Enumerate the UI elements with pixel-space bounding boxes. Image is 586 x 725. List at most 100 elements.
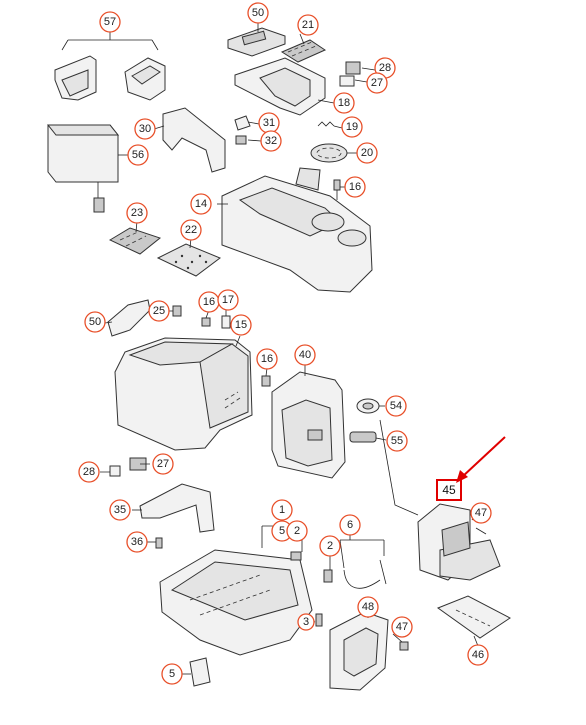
svg-text:23: 23 bbox=[131, 207, 143, 219]
part-50-handle bbox=[107, 299, 151, 337]
callout-5-a[interactable]: 5 bbox=[271, 520, 293, 542]
svg-text:57: 57 bbox=[104, 16, 116, 28]
callout-27-b[interactable]: 27 bbox=[152, 453, 174, 475]
callout-6[interactable]: 6 bbox=[339, 514, 361, 536]
svg-text:18: 18 bbox=[338, 97, 350, 109]
svg-text:55: 55 bbox=[391, 435, 403, 447]
callout-2-a[interactable]: 2 bbox=[286, 520, 308, 542]
svg-text:32: 32 bbox=[265, 135, 277, 147]
part-40-panel bbox=[271, 371, 346, 479]
callout-21[interactable]: 21 bbox=[297, 14, 319, 36]
callout-3[interactable]: 3 bbox=[297, 613, 315, 631]
part-1-base-frame bbox=[159, 549, 313, 656]
part-21-lid bbox=[280, 39, 327, 63]
callout-40[interactable]: 40 bbox=[294, 344, 316, 366]
svg-text:50: 50 bbox=[252, 7, 264, 19]
svg-text:5: 5 bbox=[279, 525, 285, 537]
part-3-screw bbox=[315, 613, 323, 627]
part-16-screw-b bbox=[261, 375, 271, 387]
callout-30[interactable]: 30 bbox=[134, 118, 156, 140]
svg-text:14: 14 bbox=[195, 198, 207, 210]
callout-19[interactable]: 19 bbox=[341, 116, 363, 138]
svg-text:16: 16 bbox=[203, 296, 215, 308]
callout-16-a[interactable]: 16 bbox=[344, 176, 366, 198]
callout-14[interactable]: 14 bbox=[190, 193, 212, 215]
svg-text:27: 27 bbox=[157, 458, 169, 470]
svg-text:28: 28 bbox=[83, 466, 95, 478]
part-23-mat bbox=[108, 227, 162, 255]
svg-text:30: 30 bbox=[139, 123, 151, 135]
part-18-tray bbox=[234, 57, 326, 116]
callout-22[interactable]: 22 bbox=[180, 219, 202, 241]
part-5-bracket bbox=[189, 657, 211, 687]
callout-23[interactable]: 23 bbox=[126, 202, 148, 224]
part-47-screw-b bbox=[399, 641, 409, 651]
callout-1[interactable]: 1 bbox=[271, 499, 293, 521]
svg-text:36: 36 bbox=[131, 536, 143, 548]
part-45-armrest bbox=[417, 503, 501, 581]
callout-20[interactable]: 20 bbox=[356, 142, 378, 164]
part-36-screw bbox=[155, 537, 163, 549]
part-55-plug bbox=[349, 431, 377, 443]
svg-text:17: 17 bbox=[222, 294, 234, 306]
svg-text:20: 20 bbox=[361, 147, 373, 159]
svg-text:54: 54 bbox=[390, 400, 402, 412]
svg-text:22: 22 bbox=[185, 224, 197, 236]
part-2-clip-a bbox=[290, 551, 302, 561]
callout-47-a[interactable]: 47 bbox=[470, 502, 492, 524]
callouts: 57 50 21 28 27 18 30 31 32 19 20 56 16 1… bbox=[78, 2, 492, 685]
callout-27[interactable]: 27 bbox=[366, 72, 388, 94]
callout-25[interactable]: 25 bbox=[148, 300, 170, 322]
part-54-socket bbox=[356, 398, 380, 414]
callout-50[interactable]: 50 bbox=[247, 2, 269, 24]
callout-18[interactable]: 18 bbox=[333, 92, 355, 114]
callout-55[interactable]: 55 bbox=[386, 430, 408, 452]
callout-15[interactable]: 15 bbox=[230, 314, 252, 336]
callout-5-b[interactable]: 5 bbox=[161, 663, 183, 685]
svg-text:15: 15 bbox=[235, 319, 247, 331]
part-6-cable bbox=[343, 559, 387, 589]
part-35-bracket bbox=[139, 483, 215, 533]
part-16-screw-a bbox=[333, 179, 341, 200]
callout-50-b[interactable]: 50 bbox=[84, 311, 106, 333]
part-14-console bbox=[221, 167, 373, 293]
part-46-pad bbox=[436, 595, 511, 639]
part-19-spring bbox=[317, 121, 335, 127]
callout-16-b[interactable]: 16 bbox=[198, 291, 220, 313]
callout-35[interactable]: 35 bbox=[109, 499, 131, 521]
callout-57[interactable]: 57 bbox=[99, 11, 121, 33]
svg-text:47: 47 bbox=[396, 621, 408, 633]
svg-text:5: 5 bbox=[169, 668, 175, 680]
callout-28[interactable]: 28 bbox=[374, 57, 396, 79]
callout-32[interactable]: 32 bbox=[260, 130, 282, 152]
callout-2-b[interactable]: 2 bbox=[319, 535, 341, 557]
callout-47-b[interactable]: 47 bbox=[391, 616, 413, 638]
callout-45-highlight[interactable]: 45 bbox=[436, 479, 462, 501]
svg-text:40: 40 bbox=[299, 349, 311, 361]
callout-31[interactable]: 31 bbox=[258, 112, 280, 134]
callout-36[interactable]: 36 bbox=[126, 531, 148, 553]
part-22-mat bbox=[156, 243, 222, 277]
callout-56[interactable]: 56 bbox=[127, 144, 149, 166]
svg-text:56: 56 bbox=[132, 149, 144, 161]
callout-17[interactable]: 17 bbox=[217, 289, 239, 311]
callout-48[interactable]: 48 bbox=[357, 596, 379, 618]
svg-text:19: 19 bbox=[346, 121, 358, 133]
red-arrow-pointer bbox=[456, 436, 506, 483]
part-2-clip-b bbox=[323, 569, 333, 583]
callout-46[interactable]: 46 bbox=[467, 644, 489, 666]
svg-text:35: 35 bbox=[114, 504, 126, 516]
callout-16-c[interactable]: 16 bbox=[256, 348, 278, 370]
part-28-27-clips-b bbox=[109, 457, 147, 477]
svg-text:6: 6 bbox=[347, 519, 353, 531]
part-30-bracket bbox=[162, 107, 226, 173]
callout-28-b[interactable]: 28 bbox=[78, 461, 100, 483]
svg-text:45: 45 bbox=[442, 483, 456, 497]
callout-54[interactable]: 54 bbox=[385, 395, 407, 417]
part-57-covers bbox=[54, 55, 166, 101]
svg-text:16: 16 bbox=[261, 353, 273, 365]
part-28-27-clips bbox=[339, 61, 361, 87]
svg-text:47: 47 bbox=[475, 507, 487, 519]
part-48-cover bbox=[329, 611, 389, 691]
svg-text:46: 46 bbox=[472, 649, 484, 661]
